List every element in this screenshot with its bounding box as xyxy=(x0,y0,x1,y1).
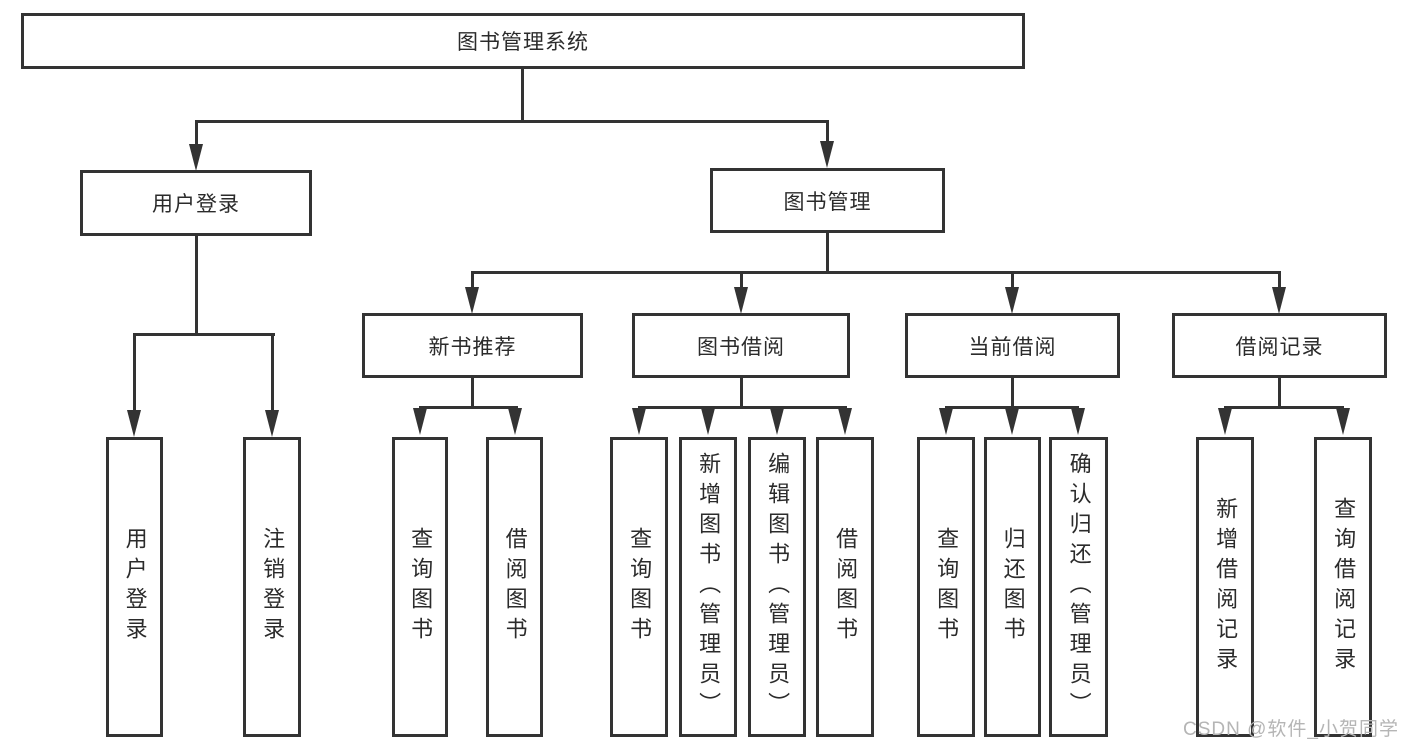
node-book-borrow: 图书借阅 xyxy=(632,313,850,378)
leaf-query-books-2: 查询图书 xyxy=(610,437,668,737)
connector-borrow-branch xyxy=(638,406,847,409)
leaf-query-books-3: 查询图书 xyxy=(917,437,975,737)
arrowhead-l3-1 xyxy=(465,287,479,314)
node-borrow-records: 借阅记录 xyxy=(1172,313,1387,378)
arrowhead-borrow-2 xyxy=(701,408,715,435)
leaf-edit-book-admin-label: 编辑图书（管理员） xyxy=(765,452,791,722)
leaf-return-books-label: 归还图书 xyxy=(1000,527,1026,647)
csdn-watermark: CSDN @软件_小贺同学 xyxy=(1183,719,1399,740)
leaf-query-books-1-label: 查询图书 xyxy=(408,527,434,647)
connector-drop-l3-2 xyxy=(740,271,743,291)
node-borrow-records-label: 借阅记录 xyxy=(1235,335,1324,359)
arrowhead-records-1 xyxy=(1218,408,1232,435)
arrowhead-borrow-4 xyxy=(838,408,852,435)
leaf-query-books-1: 查询图书 xyxy=(392,437,448,737)
node-current-borrow: 当前借阅 xyxy=(905,313,1120,378)
leaf-query-books-2-label: 查询图书 xyxy=(627,527,653,647)
connector-login-branch xyxy=(133,333,275,336)
connector-root-branch xyxy=(195,120,829,123)
arrowhead-user-login xyxy=(189,144,203,171)
leaf-query-books-3-label: 查询图书 xyxy=(934,527,960,647)
leaf-confirm-return-admin-label: 确认归还（管理员） xyxy=(1066,452,1092,722)
arrowhead-records-2 xyxy=(1336,408,1350,435)
node-new-book-recommend: 新书推荐 xyxy=(362,313,583,378)
connector-bookmgmt-branch xyxy=(471,271,1281,274)
connector-records-stem xyxy=(1278,377,1281,408)
arrowhead-login-1 xyxy=(127,410,141,437)
node-current-borrow-label: 当前借阅 xyxy=(968,335,1057,359)
connector-current-branch xyxy=(945,406,1079,409)
arrowhead-l3-2 xyxy=(734,287,748,314)
connector-drop-user-login xyxy=(195,122,198,148)
arrowhead-l3-4 xyxy=(1272,287,1286,314)
connector-drop-book-mgmt xyxy=(826,122,829,146)
connector-bookmgmt-stem xyxy=(826,233,829,274)
leaf-query-borrow-record: 查询借阅记录 xyxy=(1314,437,1372,737)
leaf-add-book-admin: 新增图书（管理员） xyxy=(679,437,737,737)
connector-drop-login-1 xyxy=(133,333,136,412)
arrowhead-current-3 xyxy=(1071,408,1085,435)
leaf-borrow-books-1-label: 借阅图书 xyxy=(502,527,528,647)
arrowhead-newbooks-1 xyxy=(413,408,427,435)
connector-root-stem xyxy=(521,69,524,123)
connector-current-stem xyxy=(1011,377,1014,408)
connector-records-branch xyxy=(1224,406,1344,409)
leaf-user-login-label: 用户登录 xyxy=(122,527,148,647)
leaf-logout: 注销登录 xyxy=(243,437,301,737)
leaf-add-borrow-record-label: 新增借阅记录 xyxy=(1213,497,1239,677)
leaf-borrow-books-1: 借阅图书 xyxy=(486,437,543,737)
node-user-login: 用户登录 xyxy=(80,170,312,236)
connector-drop-l3-1 xyxy=(471,271,474,291)
node-book-management-label: 图书管理 xyxy=(783,190,872,214)
connector-drop-l3-4 xyxy=(1278,271,1281,291)
node-new-book-recommend-label: 新书推荐 xyxy=(428,335,517,359)
arrowhead-current-1 xyxy=(939,408,953,435)
arrowhead-l3-3 xyxy=(1005,287,1019,314)
node-root-label: 图书管理系统 xyxy=(457,31,589,54)
leaf-add-book-admin-label: 新增图书（管理员） xyxy=(696,452,722,722)
arrowhead-current-2 xyxy=(1005,408,1019,435)
connector-newbooks-branch xyxy=(419,406,518,409)
connector-newbooks-stem xyxy=(471,377,474,408)
leaf-borrow-books-2-label: 借阅图书 xyxy=(833,527,859,647)
connector-borrow-stem xyxy=(740,377,743,408)
node-book-borrow-label: 图书借阅 xyxy=(697,335,785,359)
node-root: 图书管理系统 xyxy=(21,13,1025,69)
leaf-add-borrow-record: 新增借阅记录 xyxy=(1196,437,1254,737)
connector-login-stem xyxy=(195,236,198,336)
leaf-query-borrow-record-label: 查询借阅记录 xyxy=(1331,497,1357,677)
connector-drop-l3-3 xyxy=(1011,271,1014,291)
leaf-edit-book-admin: 编辑图书（管理员） xyxy=(748,437,806,737)
arrowhead-borrow-1 xyxy=(632,408,646,435)
leaf-user-login: 用户登录 xyxy=(106,437,163,737)
arrowhead-login-2 xyxy=(265,410,279,437)
connector-drop-login-2 xyxy=(271,333,274,412)
leaf-return-books: 归还图书 xyxy=(984,437,1041,737)
arrowhead-book-mgmt xyxy=(820,141,834,168)
arrowhead-newbooks-2 xyxy=(508,408,522,435)
arrowhead-borrow-3 xyxy=(770,408,784,435)
leaf-borrow-books-2: 借阅图书 xyxy=(816,437,874,737)
node-book-management: 图书管理 xyxy=(710,168,945,233)
leaf-confirm-return-admin: 确认归还（管理员） xyxy=(1049,437,1108,737)
node-user-login-label: 用户登录 xyxy=(152,193,240,216)
leaf-logout-label: 注销登录 xyxy=(260,527,286,647)
